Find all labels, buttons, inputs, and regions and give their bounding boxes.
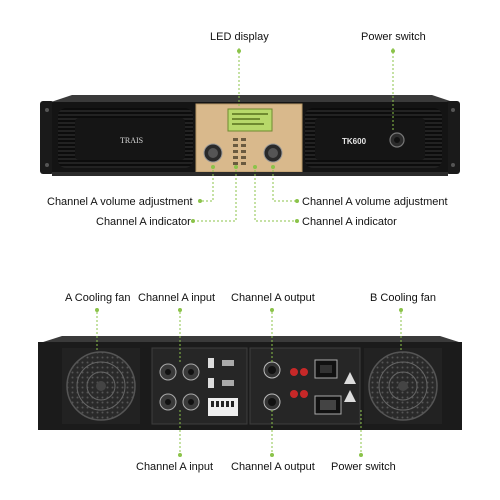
power-switch-label-rear: Power switch	[331, 461, 396, 473]
binding-post-red-1	[290, 368, 298, 376]
xlr-input-3	[159, 393, 177, 411]
rear-power-switch	[314, 395, 342, 415]
volume-adjustment-label-left: Channel A volume adjustment	[47, 196, 193, 208]
front-vent-left	[58, 108, 193, 168]
indicator-label-left: Channel A indicator	[96, 216, 191, 228]
xlr-input-1	[159, 363, 177, 381]
front-face	[52, 102, 448, 174]
led-display	[227, 108, 273, 132]
front-rack-ear-left	[40, 101, 54, 174]
rear-leader-dots	[95, 308, 403, 457]
rear-face	[38, 342, 462, 430]
fan-b-label: B Cooling fan	[370, 292, 437, 304]
indicator-label-right: Channel A indicator	[302, 216, 397, 228]
power-switch-label-front: Power switch	[361, 31, 426, 43]
cooling-fan-a	[62, 348, 140, 424]
volume-knob-right	[263, 143, 283, 163]
rear-panel	[38, 336, 462, 430]
power-inlet	[314, 359, 338, 379]
fan-a-label: A Cooling fan	[65, 292, 131, 304]
rear-leader-lines	[96, 308, 402, 457]
xlr-input-2	[182, 363, 200, 381]
front-chassis-top	[48, 95, 456, 103]
volume-adjustment-label-right: Channel A volume adjustment	[302, 196, 448, 208]
input-bottom-label: Channel A input	[136, 461, 214, 473]
front-vent-right	[305, 108, 442, 168]
front-power-switch	[389, 132, 405, 148]
gold-control-panel	[195, 103, 303, 173]
rear-chassis-top	[40, 336, 462, 343]
dip-switches	[208, 398, 238, 416]
front-rack-ear-right	[446, 101, 460, 174]
input-top-label: Channel A input	[138, 292, 216, 304]
output-bottom-label: Channel A output	[231, 461, 315, 473]
xlr-input-4	[182, 393, 200, 411]
output-top-label: Channel A output	[231, 292, 315, 304]
model-name: TK600	[342, 137, 367, 146]
indicator-leds	[233, 138, 246, 165]
led-display-label: LED display	[210, 31, 269, 43]
cooling-fan-b	[364, 348, 442, 424]
brand-logo: TRAIS	[120, 136, 143, 145]
speakon-output-1	[263, 361, 281, 379]
front-panel: TRAIS TK600	[40, 95, 460, 176]
speakon-output-2	[263, 393, 281, 411]
volume-knob-left	[203, 143, 223, 163]
